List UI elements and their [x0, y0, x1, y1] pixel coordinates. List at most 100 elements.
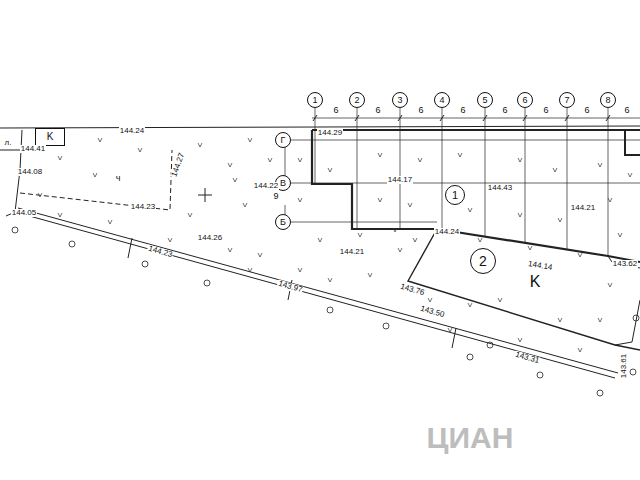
plan-label: 144.05	[11, 209, 37, 217]
label-box: K	[35, 128, 65, 146]
grass-symbol	[108, 220, 112, 224]
grass-symbol	[328, 278, 332, 282]
grass-symbol	[188, 213, 192, 217]
tree-symbols	[12, 227, 639, 396]
plan-label: 144.23	[146, 245, 174, 260]
grass-symbol	[58, 156, 62, 160]
plan-label: 144.14	[526, 260, 553, 272]
plan-label: 6	[459, 106, 466, 115]
node-text: Б	[280, 218, 286, 227]
node-text: 6	[522, 96, 527, 105]
grass-symbol	[528, 246, 532, 250]
grass-symbol	[598, 163, 602, 167]
site-boundary	[0, 150, 20, 151]
axis-bubble: 3	[392, 92, 408, 108]
watermark: ЦИАН	[426, 423, 515, 453]
axis-bubble: 8	[600, 92, 616, 108]
plan-label: 144.24	[434, 228, 460, 236]
plan-label: 143.31	[513, 351, 541, 366]
axis-bubble: 4	[434, 92, 450, 108]
grass-symbol	[298, 158, 302, 162]
node-text: 7	[564, 96, 569, 105]
axis-bubble: 7	[559, 92, 575, 108]
node-text: 8	[605, 96, 610, 105]
grass-symbol	[228, 248, 232, 252]
node-text: 1	[452, 190, 458, 201]
grass-symbol	[248, 138, 252, 142]
plan-label: 6	[417, 106, 424, 115]
building-outline	[437, 229, 640, 262]
grass-symbol	[618, 233, 622, 237]
grass-symbol	[243, 203, 247, 207]
grass-symbol	[198, 143, 202, 147]
grass-symbol	[298, 268, 302, 272]
plan-label: 144.08	[17, 168, 43, 176]
plan-label: 6	[332, 106, 339, 115]
node-text: 5	[482, 96, 487, 105]
plan-label: 144.26	[197, 234, 223, 242]
plan-label: 6	[542, 106, 549, 115]
grass-symbol	[248, 268, 252, 272]
plan-label: K	[529, 274, 542, 290]
grass-symbol	[258, 253, 262, 257]
axis-bubble: Г	[275, 132, 291, 148]
node-text: В	[280, 179, 286, 188]
plan-label: 144.27	[170, 151, 187, 179]
grass-symbol	[368, 273, 372, 277]
building-outline	[615, 300, 640, 345]
grass-symbol	[418, 158, 422, 162]
grass-symbol	[498, 298, 502, 302]
node-text: K	[47, 132, 54, 142]
grass-symbol	[468, 208, 472, 212]
site-boundary	[18, 208, 618, 373]
axis-bubble: 1	[307, 92, 323, 108]
axis-bubble: 6	[517, 92, 533, 108]
grass-symbol	[358, 233, 362, 237]
axis-bubble: 5	[477, 92, 493, 108]
node-text: 4	[439, 96, 444, 105]
plan-label: 144.23	[130, 203, 156, 211]
grass-symbol	[458, 153, 462, 157]
dashed-line	[20, 150, 172, 210]
grass-symbol	[448, 328, 452, 332]
grass-symbol	[518, 338, 522, 342]
plan-label: 6	[623, 106, 630, 115]
node-text: Г	[281, 136, 286, 145]
plan-label: 143.50	[418, 305, 446, 320]
grass-symbol	[468, 303, 472, 307]
node-text: 3	[397, 96, 402, 105]
plan-label: 144.21	[339, 248, 365, 256]
grass-symbol	[578, 253, 582, 257]
grass-symbols	[38, 138, 632, 352]
axis-bubble: 2	[349, 92, 365, 108]
grass-symbol	[408, 203, 412, 207]
plan-label: 6	[583, 106, 590, 115]
building-outline	[608, 256, 640, 268]
plan-label: 9	[272, 192, 279, 201]
grass-symbol	[93, 173, 97, 177]
dimension-line	[312, 118, 640, 119]
dimension-tick	[313, 115, 610, 121]
plan-label: 144.22	[253, 182, 279, 190]
grid-axis	[315, 108, 608, 256]
plan-label: 144.41	[20, 145, 46, 153]
node-text: 2	[479, 254, 487, 268]
grass-symbol	[398, 248, 402, 252]
axis-bubble: 2	[470, 248, 496, 274]
plan-label: 144.43	[487, 184, 513, 192]
grass-symbol	[318, 238, 322, 242]
grass-symbol	[628, 173, 632, 177]
grass-symbol	[558, 218, 562, 222]
axis-bubble: 1	[445, 185, 465, 205]
grass-symbol	[553, 168, 557, 172]
tick-mark	[128, 238, 456, 348]
plan-label: л.	[4, 139, 13, 147]
grass-symbol	[328, 168, 332, 172]
grass-symbol	[608, 283, 612, 287]
grass-symbol	[233, 178, 237, 182]
grass-symbol	[578, 348, 582, 352]
grass-symbol	[378, 153, 382, 157]
grass-symbol	[168, 238, 172, 242]
plan-label: ч	[115, 174, 122, 183]
